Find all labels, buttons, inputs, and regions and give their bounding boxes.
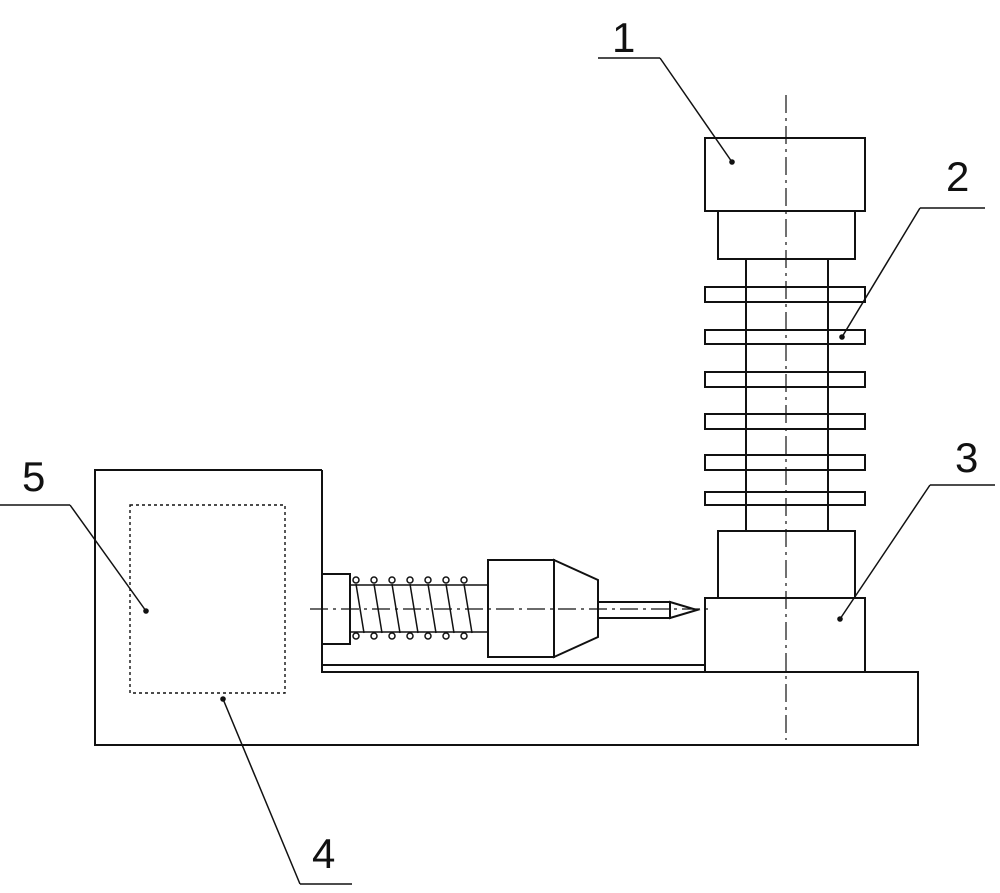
callout-5: 5	[0, 453, 149, 614]
label-3: 3	[955, 434, 978, 481]
inner-dotted-box	[129, 504, 286, 694]
vertical-stack	[704, 137, 866, 599]
plunger	[487, 558, 701, 659]
lower-right-block	[704, 597, 866, 673]
callout-1: 1	[598, 14, 735, 165]
callout-3: 3	[837, 434, 995, 622]
label-2: 2	[946, 153, 969, 200]
callout-4: 4	[220, 696, 352, 885]
base-frame	[94, 469, 919, 746]
label-1: 1	[612, 14, 635, 61]
label-5: 5	[22, 453, 45, 500]
callout-2: 2	[839, 153, 985, 340]
end-block	[321, 573, 351, 645]
label-4: 4	[312, 830, 335, 877]
spring	[350, 576, 488, 640]
